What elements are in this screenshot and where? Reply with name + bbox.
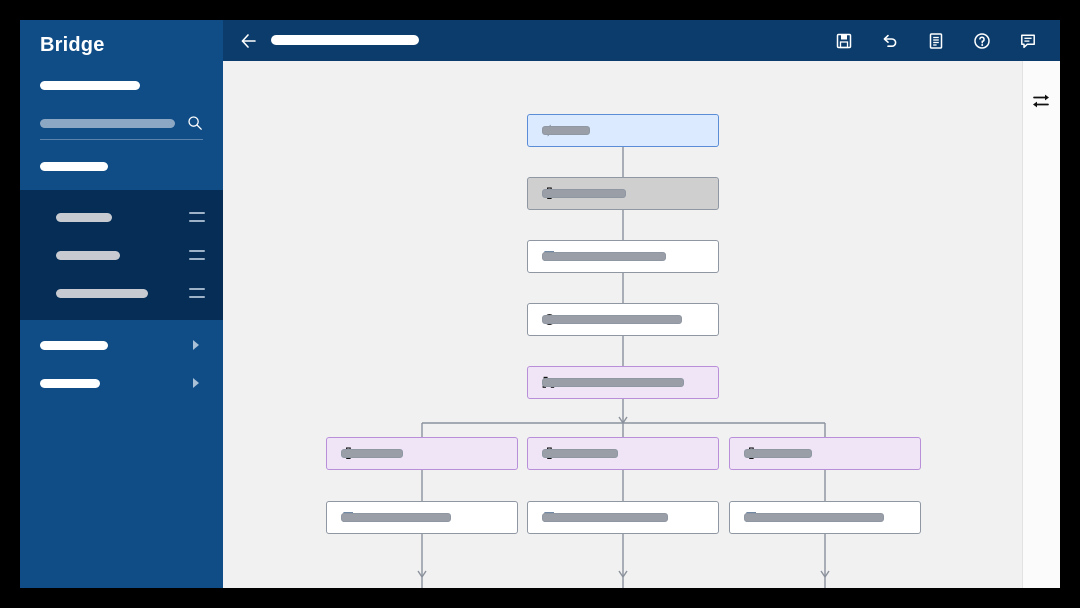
comment-icon[interactable] (1018, 31, 1038, 51)
drag-handle-icon[interactable] (189, 288, 205, 298)
sidebar-item-2[interactable] (20, 236, 223, 274)
canvas-area (223, 61, 1060, 588)
workflow-node-label (542, 252, 666, 261)
sidebar-section-label (20, 140, 223, 176)
workflow-node-label (542, 315, 682, 324)
redacted-text (40, 162, 108, 172)
sidebar-item-label (56, 288, 148, 298)
workflow-node-approval[interactable] (527, 240, 719, 273)
top-toolbar (223, 20, 1060, 61)
save-icon[interactable] (834, 31, 854, 51)
workflow-node-assignee[interactable] (527, 177, 719, 210)
workflow-node-label (341, 513, 451, 522)
sidebar-account-label (20, 57, 223, 95)
help-icon[interactable] (972, 31, 992, 51)
sidebar-expandable-label (40, 378, 100, 388)
workflow-node-child-2[interactable] (527, 501, 719, 534)
main-area (223, 20, 1060, 588)
workflow-node-branch[interactable] (527, 366, 719, 399)
workflow-node-label (744, 513, 884, 522)
workflow-node-label (542, 449, 618, 458)
document-icon[interactable] (926, 31, 946, 51)
caret-right-icon[interactable] (193, 378, 205, 388)
sidebar-expandable-label (40, 340, 108, 350)
swap-arrows-icon[interactable] (1031, 91, 1051, 111)
caret-right-icon[interactable] (193, 340, 205, 350)
sidebar-expandable-2[interactable] (20, 364, 223, 402)
sidebar-item-label (56, 212, 112, 222)
sidebar-item-label (56, 250, 120, 260)
redacted-text (40, 81, 140, 91)
application-window: Bridge (20, 20, 1060, 588)
workflow-canvas[interactable] (223, 61, 1022, 588)
workflow-node-label (542, 189, 626, 198)
workflow-node-label (542, 126, 590, 135)
toolbar-actions (834, 31, 1060, 51)
redacted-text (271, 35, 419, 46)
workflow-node-branch-2[interactable] (527, 437, 719, 470)
workflow-node-label (744, 449, 812, 458)
sidebar-item-1[interactable] (20, 198, 223, 236)
workflow-node-label (542, 378, 684, 387)
sidebar-expandable-1[interactable] (20, 326, 223, 364)
sidebar: Bridge (20, 20, 223, 588)
drag-handle-icon[interactable] (189, 250, 205, 260)
sidebar-item-group (20, 190, 223, 320)
workflow-node-branch-3[interactable] (729, 437, 921, 470)
workflow-nodes (223, 61, 1022, 588)
workflow-node-child-3[interactable] (729, 501, 921, 534)
workflow-node-child-1[interactable] (326, 501, 518, 534)
undo-icon[interactable] (880, 31, 900, 51)
search-input[interactable] (40, 118, 175, 128)
search-icon[interactable] (187, 115, 203, 131)
workflow-node-branch-1[interactable] (326, 437, 518, 470)
workflow-node-label (341, 449, 403, 458)
right-panel (1022, 61, 1060, 588)
workflow-node-label (542, 513, 668, 522)
workflow-node-trigger[interactable] (527, 114, 719, 147)
sidebar-search[interactable] (40, 113, 203, 140)
page-title (271, 32, 419, 50)
arrow-left-icon[interactable] (239, 31, 259, 51)
app-brand-title: Bridge (40, 34, 105, 56)
drag-handle-icon[interactable] (189, 212, 205, 222)
workflow-node-action[interactable] (527, 303, 719, 336)
sidebar-item-3[interactable] (20, 274, 223, 312)
